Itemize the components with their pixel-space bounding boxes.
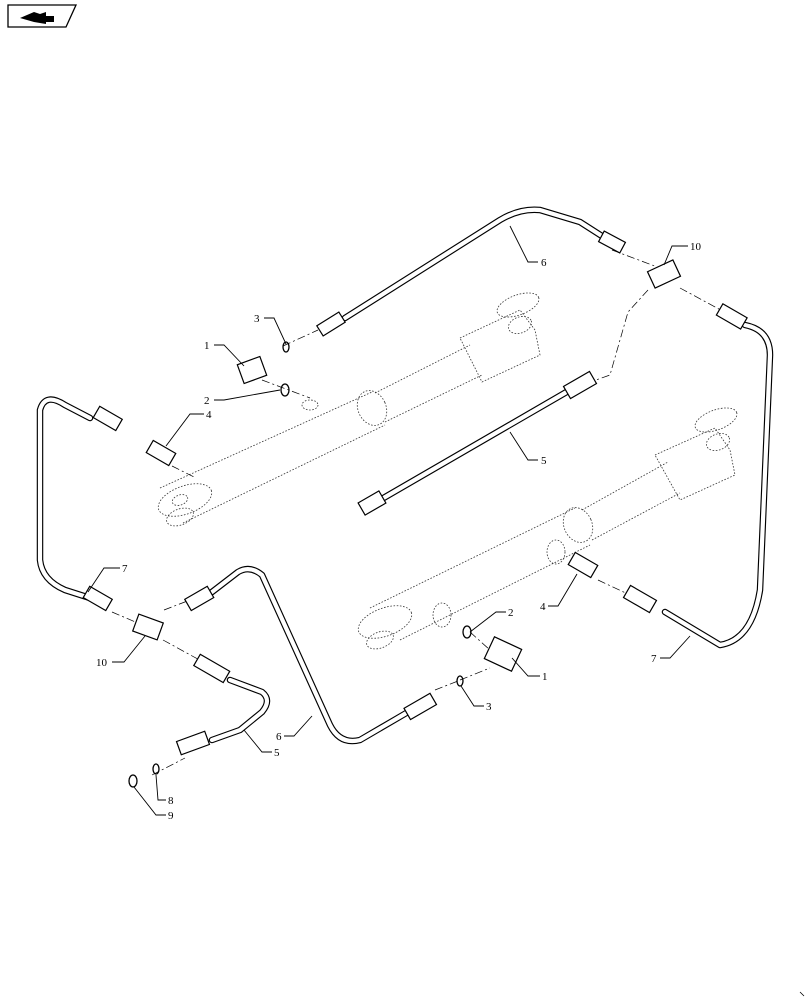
cylinder-upper xyxy=(157,292,541,527)
callout-10-upper: 10 xyxy=(690,241,702,253)
callout-2-lower: 2 xyxy=(508,607,514,619)
callout-8: 8 xyxy=(168,795,174,807)
cylinder-lower xyxy=(357,407,738,650)
callout-6-upper: 6 xyxy=(541,257,547,269)
callout-labels: 1 2 3 4 6 10 5 7 10 4 2 1 3 7 6 5 8 9 xyxy=(96,241,702,822)
callout-7-right: 7 xyxy=(651,653,657,665)
center-lines xyxy=(111,249,731,776)
book-page-arrow-icon[interactable] xyxy=(7,4,78,28)
corner-tick-mark xyxy=(799,991,805,997)
callout-6-lower: 6 xyxy=(276,731,282,743)
hose-6-upper xyxy=(341,206,609,322)
fittings xyxy=(82,230,748,756)
hose-6-lower xyxy=(208,565,412,745)
callout-2-upper: 2 xyxy=(204,395,210,407)
callout-9: 9 xyxy=(168,810,174,822)
leader-lines xyxy=(87,225,691,816)
hose-5-lower xyxy=(208,676,271,744)
seals xyxy=(128,341,472,788)
callout-3-upper: 3 xyxy=(254,313,260,325)
callout-4-lower: 4 xyxy=(540,601,546,613)
callout-1-upper: 1 xyxy=(204,340,210,352)
callout-1-lower: 1 xyxy=(542,671,548,683)
hose-7-right xyxy=(661,321,774,649)
callout-3-lower: 3 xyxy=(486,701,492,713)
hose-5-middle xyxy=(376,386,574,504)
callout-5-lower: 5 xyxy=(274,747,280,759)
hose-7-left xyxy=(36,396,94,602)
callout-7-left: 7 xyxy=(122,563,128,575)
callout-5-middle: 5 xyxy=(541,455,547,467)
callout-4-upper: 4 xyxy=(206,409,212,421)
callout-10-lower: 10 xyxy=(96,657,108,669)
